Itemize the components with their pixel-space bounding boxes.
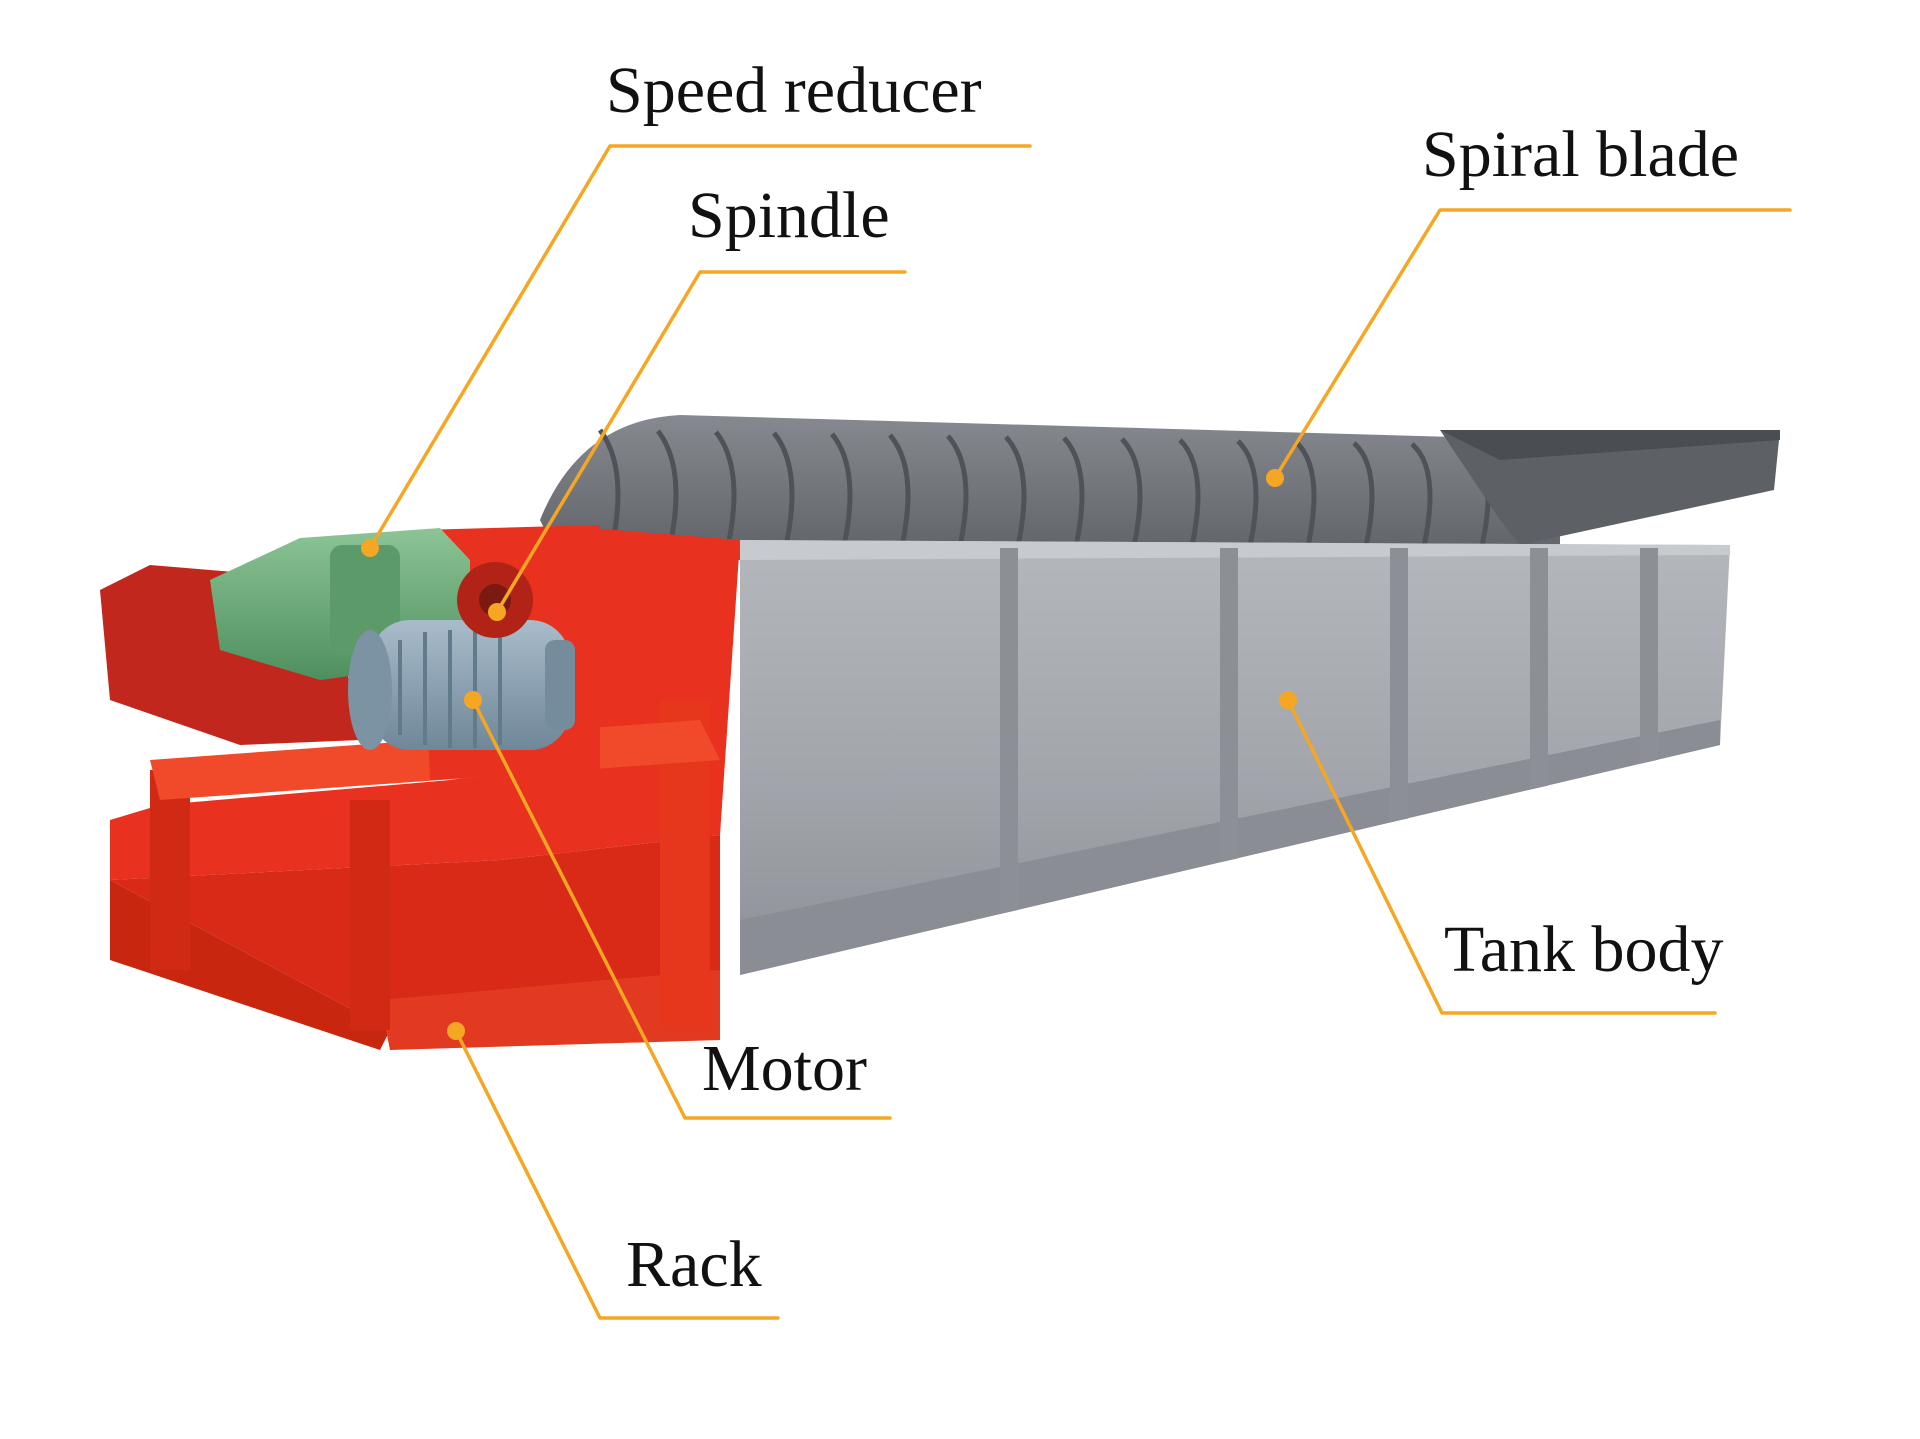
blade-rib: [830, 432, 853, 556]
tank-rib: [1220, 548, 1238, 863]
leader-tank-body: [1286, 698, 1717, 1015]
tank-rib: [1640, 548, 1658, 764]
anchor-dot-speed-reducer: [361, 539, 379, 557]
tank-body-shape: [740, 540, 1730, 975]
anchor-dot-spindle: [488, 603, 506, 621]
leader-rack: [454, 1029, 780, 1320]
label-spindle: Spindle: [688, 179, 890, 252]
label-spiral-blade: Spiral blade: [1422, 118, 1740, 191]
anchor-dot-tank-body: [1279, 691, 1297, 709]
blade-rib: [1236, 439, 1259, 556]
blade-rib: [772, 431, 795, 556]
label-rack: Rack: [626, 1228, 762, 1301]
leader-lines: [368, 144, 1792, 1320]
blade-rib: [1294, 440, 1317, 556]
tank-frame-ribs: [1000, 548, 1658, 914]
anchor-dot-rack: [447, 1022, 465, 1040]
blade-rib: [1062, 436, 1085, 556]
blade-rib: [1004, 435, 1027, 556]
blade-rib: [714, 430, 737, 556]
label-speed-reducer: Speed reducer: [606, 54, 982, 127]
blade-rib: [1178, 438, 1201, 556]
tank-rib: [1390, 548, 1408, 823]
blade-rib: [888, 433, 911, 556]
discharge-chute: [1440, 430, 1780, 545]
blade-rib: [946, 434, 969, 556]
leader-spiral-blade: [1273, 208, 1792, 480]
spiral-blade-assembly: [540, 415, 1780, 560]
anchor-dot-spiral-blade: [1266, 469, 1284, 487]
leader-spindle: [495, 270, 907, 614]
anchor-dots: [361, 469, 1297, 1040]
blade-rib: [1410, 442, 1433, 556]
label-motor: Motor: [702, 1032, 867, 1105]
spiral-blade-ribs: [597, 428, 1491, 556]
tank-rib: [1530, 548, 1548, 790]
anchor-dot-motor: [464, 691, 482, 709]
blade-rib: [1120, 437, 1143, 556]
motor-shape: [348, 620, 575, 750]
leader-motor: [471, 698, 892, 1120]
label-tank-body: Tank body: [1444, 913, 1724, 986]
blade-rib: [1352, 441, 1375, 556]
tank-rib: [1000, 548, 1018, 914]
leader-speed-reducer: [368, 144, 1032, 550]
